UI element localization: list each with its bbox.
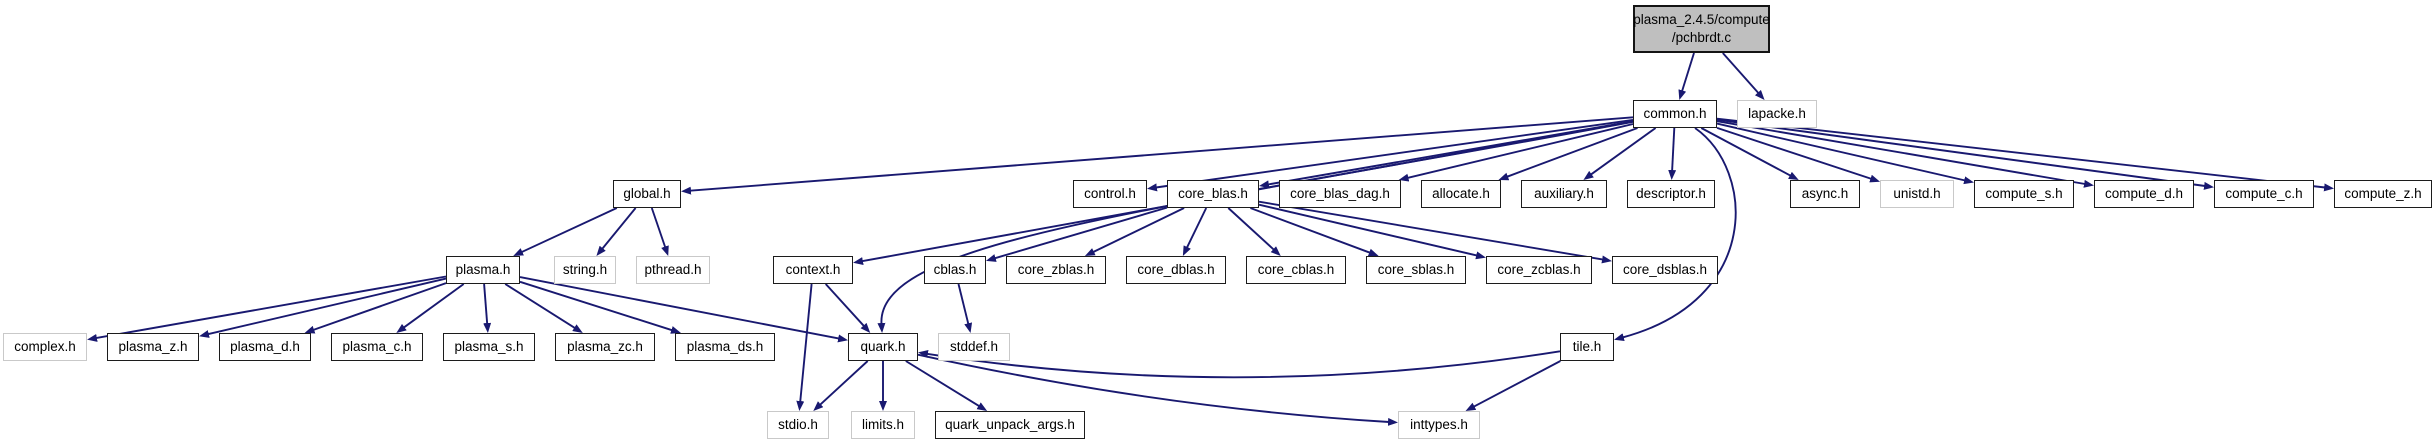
edge-quark-to-quark_unpack_args — [905, 360, 988, 412]
edge-core_blas-to-cblas — [985, 206, 1168, 262]
node-allocate[interactable]: allocate.h — [1421, 180, 1501, 208]
edge-common-to-core_blas — [1259, 120, 1634, 189]
edge-common-to-compute_s — [1716, 122, 1974, 185]
edge-plasma-to-plasma_ds — [519, 280, 681, 334]
edge-global-to-pthread — [650, 207, 669, 257]
edge-common-to-compute_c — [1716, 118, 2215, 190]
node-pthread: pthread.h — [636, 256, 710, 284]
edge-common-to-tile — [1614, 127, 1737, 342]
edge-plasma-to-complex — [87, 275, 447, 342]
node-plasma-c[interactable]: plasma_c.h — [331, 333, 423, 361]
node-limits: limits.h — [851, 411, 915, 439]
node-quark[interactable]: quark.h — [848, 333, 918, 361]
node-core-cblas[interactable]: core_cblas.h — [1246, 256, 1346, 284]
node-plasma[interactable]: plasma.h — [446, 256, 520, 284]
node-core-zcblas[interactable]: core_zcblas.h — [1486, 256, 1592, 284]
edge-quark-to-stdio — [813, 360, 869, 411]
edge-common-to-allocate — [1498, 127, 1638, 181]
node-plasma-s[interactable]: plasma_s.h — [443, 333, 535, 361]
edge-plasma-to-plasma_zc — [504, 283, 583, 334]
edge-core_blas-to-core_cblas — [1227, 207, 1281, 256]
node-async[interactable]: async.h — [1790, 180, 1860, 208]
edge-common-to-async — [1700, 127, 1799, 181]
edge-context-to-stdio — [796, 283, 813, 411]
node-quark-unpack-args[interactable]: quark_unpack_args.h — [935, 411, 1085, 439]
node-plasma-ds[interactable]: plasma_ds.h — [675, 333, 775, 361]
edge-plasma-to-plasma_s — [483, 283, 492, 333]
node-unistd: unistd.h — [1880, 180, 1954, 208]
edge-common-to-control — [1146, 118, 1634, 192]
edge-common-to-quark — [877, 120, 1634, 333]
edge-core_blas-to-core_zcblas — [1258, 203, 1486, 260]
node-descriptor[interactable]: descriptor.h — [1627, 180, 1715, 208]
edge-core_blas-to-core_sblas — [1250, 207, 1379, 257]
node-core-sblas[interactable]: core_sblas.h — [1366, 256, 1466, 284]
node-cblas[interactable]: cblas.h — [924, 256, 986, 284]
node-inttypes: inttypes.h — [1398, 411, 1480, 439]
edge-global-to-plasma — [513, 207, 618, 256]
edge-plasma-to-plasma_z — [199, 277, 447, 338]
node-common[interactable]: common.h — [1633, 100, 1717, 128]
node-compute-d[interactable]: compute_d.h — [2094, 180, 2194, 208]
edge-group — [87, 52, 2335, 426]
edge-common-to-auxiliary — [1583, 127, 1657, 180]
node-control[interactable]: control.h — [1073, 180, 1147, 208]
edge-common-to-unistd — [1716, 126, 1881, 183]
node-plasma-z[interactable]: plasma_z.h — [107, 333, 199, 361]
node-plasma-zc[interactable]: plasma_zc.h — [555, 333, 655, 361]
edge-global-to-string — [596, 207, 637, 256]
node-stddef: stddef.h — [938, 333, 1010, 361]
edge-core_blas-to-core_zblas — [1084, 207, 1185, 257]
node-core-dblas[interactable]: core_dblas.h — [1126, 256, 1226, 284]
edge-plasma-to-plasma_d — [304, 282, 447, 334]
node-string: string.h — [554, 256, 616, 284]
edge-plasma-to-quark — [519, 276, 849, 343]
edge-tile-to-inttypes — [1465, 360, 1561, 411]
edge-tile-to-quark — [918, 349, 1561, 379]
edge-common-to-descriptor — [1668, 127, 1677, 180]
node-core-dsblas[interactable]: core_dsblas.h — [1612, 256, 1718, 284]
node-compute-c[interactable]: compute_c.h — [2214, 180, 2314, 208]
node-plasma-d[interactable]: plasma_d.h — [219, 333, 311, 361]
node-global[interactable]: global.h — [613, 180, 681, 208]
edge-common-to-core_blas_dag — [1398, 123, 1634, 182]
node-context[interactable]: context.h — [773, 256, 853, 284]
node-compute-z[interactable]: compute_z.h — [2334, 180, 2432, 208]
node-core-blas-dag[interactable]: core_blas_dag.h — [1279, 180, 1401, 208]
edge-core_blas-to-core_dblas — [1182, 207, 1208, 256]
edge-plasma-to-plasma_c — [396, 283, 465, 333]
edge-cblas-to-stddef — [957, 283, 973, 334]
edge-root-to-lapacke — [1722, 52, 1765, 101]
node-root: plasma_2.4.5/compute /pchbrdt.c — [1633, 5, 1770, 53]
node-complex: complex.h — [3, 333, 87, 361]
edge-core_blas-to-core_dsblas — [1258, 200, 1612, 264]
node-tile[interactable]: tile.h — [1560, 333, 1614, 361]
edge-common-to-compute_d — [1716, 120, 2094, 188]
edge-context-to-quark — [824, 283, 871, 333]
node-stdio: stdio.h — [767, 411, 829, 439]
node-auxiliary[interactable]: auxiliary.h — [1521, 180, 1607, 208]
node-lapacke: lapacke.h — [1737, 100, 1817, 128]
node-core-zblas[interactable]: core_zblas.h — [1006, 256, 1106, 284]
edge-common-to-compute_z — [1716, 117, 2335, 192]
node-compute-s[interactable]: compute_s.h — [1974, 180, 2074, 208]
node-core-blas[interactable]: core_blas.h — [1167, 180, 1259, 208]
edge-root-to-common — [1678, 52, 1695, 100]
